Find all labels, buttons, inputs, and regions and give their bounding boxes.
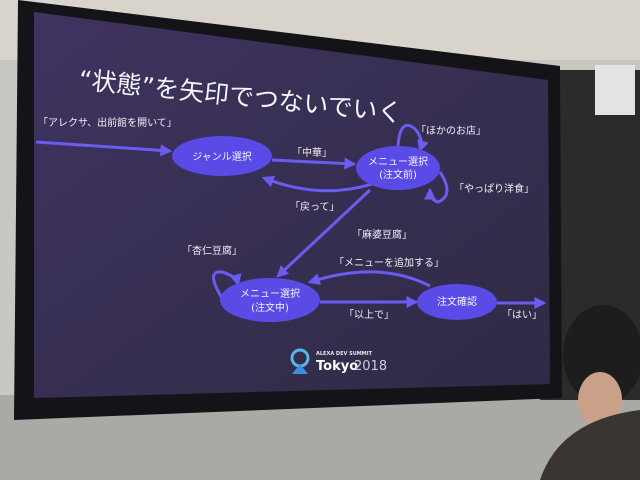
node-menu-during-sublabel: (注文中) [251, 301, 289, 314]
edges [35, 123, 547, 309]
edge-annin [212, 270, 242, 299]
edge-start [35, 140, 173, 157]
logo-city: Tokyo [316, 359, 358, 374]
edge-label-chinese: 「中華」 [292, 146, 332, 159]
edge-label-annin: 「杏仁豆腐」 [182, 244, 242, 257]
node-menu-before [356, 146, 440, 190]
node-menu-during [220, 278, 320, 322]
edge-label-done: 「以上で」 [344, 309, 394, 321]
logo-event: ALEXA DEV SUMMIT [316, 351, 373, 357]
logo-year: 2018 [354, 359, 387, 374]
edge-label-start: 「アレクサ、出前館を開いて」 [38, 116, 177, 129]
edge-mapo [276, 188, 372, 278]
edge-label-western: 「やっぱり洋食」 [454, 182, 534, 195]
node-menu-during-label: メニュー選択 [240, 287, 300, 300]
edge-chinese [271, 157, 357, 170]
person-shoulder [540, 410, 640, 480]
audience-person [540, 305, 640, 480]
edge-label-mapo: 「麻婆豆腐」 [352, 228, 412, 241]
node-genre [172, 136, 272, 176]
node-confirm [417, 284, 497, 320]
alexa-dev-summit-logo: ALEXA DEV SUMMIT Tokyo 2018 [290, 348, 387, 374]
edge-label-add-menu: 「メニューを追加する」 [334, 256, 444, 269]
node-menu-before-label: メニュー選択 [368, 155, 428, 168]
node-confirm-label: 注文確認 [437, 295, 477, 308]
edge-label-other-shop: 「ほかのお店」 [416, 124, 486, 137]
edge-add-menu [307, 270, 431, 288]
person-neck [578, 372, 622, 428]
edge-back [261, 175, 373, 193]
edge-western [424, 171, 449, 204]
speaker [595, 65, 635, 115]
person-head [563, 305, 640, 405]
node-menu-before-sublabel: (注文前) [379, 168, 417, 181]
node-genre-label: ジャンル選択 [192, 150, 252, 163]
alexa-triangle-icon [292, 364, 308, 374]
edge-label-yes: 「はい」 [502, 309, 542, 321]
edge-other-shop [396, 123, 429, 153]
edge-label-back: 「戻って」 [290, 200, 340, 213]
